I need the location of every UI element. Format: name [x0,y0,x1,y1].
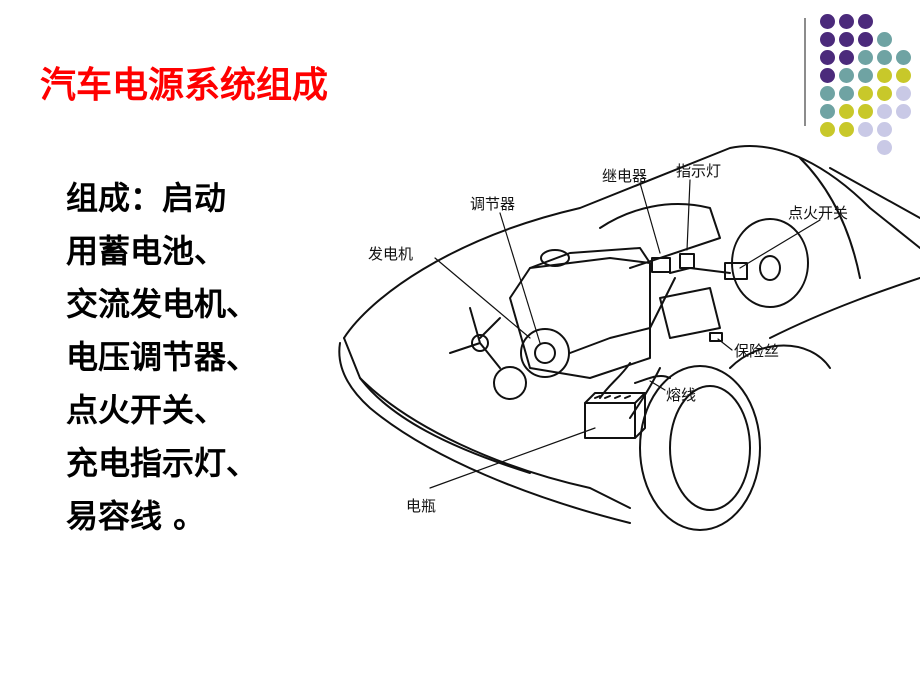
windshield-line [829,167,920,219]
car-fender [729,344,831,369]
body-text-block: 组成：启动 用蓄电池、 交流发电机、 电压调节器、 点火开关、 充电指示灯、 易… [66,172,316,543]
decor-dot [839,50,854,65]
car-lower-body [338,342,631,524]
decor-dot [820,68,835,83]
decor-dot [858,14,873,29]
leader-fusible [649,380,666,391]
battery-cells [594,395,631,399]
battery-body [584,402,636,439]
decor-dot [820,50,835,65]
decor-dot [839,86,854,101]
decor-dot [896,104,911,119]
steering-hub [759,255,781,281]
slide-title: 汽车电源系统组成 [40,65,329,106]
leader-ignition [739,219,821,269]
decor-dot [858,122,873,137]
leader-generator [434,257,531,339]
label-relay: 继电器 [602,167,647,185]
decor-dot [820,32,835,47]
decor-dot [877,86,892,101]
decor-dot [896,50,911,65]
body-line: 交流发电机、 [66,285,259,323]
decor-dot [858,50,873,65]
decorative-dot-grid [810,10,920,155]
indicator-lamp [679,253,695,269]
decor-dot [820,122,835,137]
leader-relay [639,182,661,254]
label-indicator-lamp: 指示灯 [676,162,721,180]
decor-dot [839,104,854,119]
engine-top [529,247,651,269]
decor-dot [858,104,873,119]
front-wheel-rim [669,385,751,511]
decor-dot [839,32,854,47]
intake-pipe [599,203,721,269]
relay-box [651,257,671,273]
label-regulator: 调节器 [470,195,515,213]
battery-top [584,392,646,439]
label-generator: 发电机 [368,245,413,263]
decor-dot [839,68,854,83]
decor-dot [877,32,892,47]
decor-dot [896,68,911,83]
body-line: 组成：启动 [66,179,227,217]
decorative-divider [804,18,806,126]
decor-dot [896,86,911,101]
ignition-switch [724,262,748,280]
decor-dot [858,32,873,47]
fan-hub [471,334,489,352]
wire-harness [569,267,731,354]
decor-dot [839,122,854,137]
decor-dot [820,86,835,101]
engine-block [509,257,651,379]
label-battery: 电瓶 [406,497,436,515]
crank-pulley [493,366,527,400]
body-line: 充电指示灯、 [66,444,259,482]
decor-dot [877,122,892,137]
decor-dot [877,140,892,155]
decor-dot [877,68,892,83]
front-wheel [639,365,761,531]
decor-dot [858,86,873,101]
decor-dot [820,104,835,119]
decor-dot [877,104,892,119]
car-body-outline [343,145,920,339]
engine-fan [449,307,501,369]
car-diagram-svg: 继电器 指示灯 调节器 点火开关 发电机 保险丝 熔线 电瓶 [338,145,920,531]
car-bumper [359,377,531,474]
leader-battery [429,427,596,489]
body-line: 电压调节器、 [66,338,259,376]
body-line: 易容线 。 [66,497,206,535]
car-power-system-diagram: 继电器 指示灯 调节器 点火开关 发电机 保险丝 熔线 电瓶 [330,128,920,540]
car-side-panel [769,277,920,339]
windshield-pillar [799,157,861,279]
generator-pulley [534,342,556,364]
leader-fuse [717,338,733,351]
label-ignition-switch: 点火开关 [788,204,848,222]
label-fusible-link: 熔线 [666,386,696,404]
body-line: 点火开关、 [66,391,227,429]
air-filter [659,287,721,339]
decor-dot [877,50,892,65]
leader-indicator [686,179,691,251]
decor-dot [839,14,854,29]
car-hood-edge [343,337,631,509]
fuse [709,332,723,342]
fusible-link [634,374,671,384]
oil-cap [540,249,570,267]
decor-dot [820,14,835,29]
label-fuse: 保险丝 [734,342,779,360]
body-line: 用蓄电池、 [66,232,227,270]
leader-regulator [499,212,541,344]
decor-dot [858,68,873,83]
